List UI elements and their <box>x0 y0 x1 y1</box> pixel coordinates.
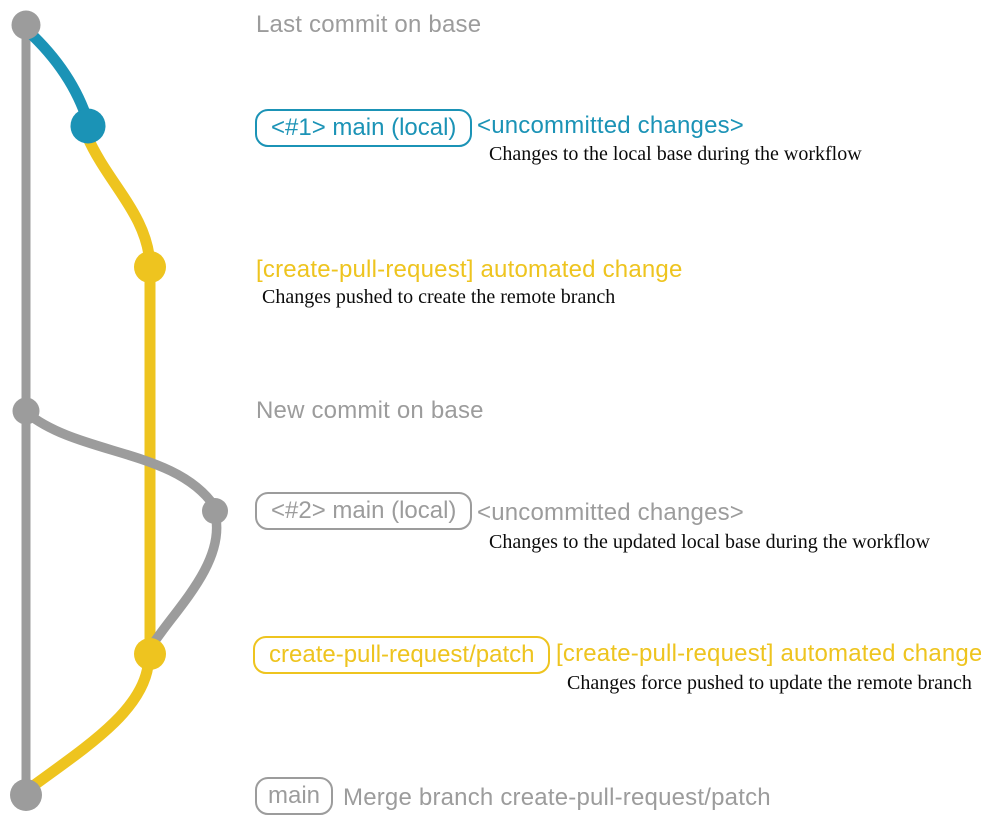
description-uncommitted-changes-1: Changes to the local base during the wor… <box>489 143 862 165</box>
commit-node-uncommitted-2 <box>202 498 228 524</box>
commit-node-automated-1 <box>134 251 166 283</box>
commit-node-uncommitted-1 <box>70 108 106 144</box>
edge-uncommitted-changes-1 <box>22 25 94 128</box>
badge-main-local-2: <#2> main (local) <box>255 492 473 530</box>
commit-node-new-base <box>12 397 40 425</box>
label-uncommitted-changes-1: <uncommitted changes> <box>477 112 745 139</box>
label-uncommitted-changes-2: <uncommitted changes> <box>477 499 745 526</box>
label-new-commit-on-base: New commit on base <box>256 397 484 424</box>
label-automated-change-1: [create-pull-request] automated change <box>256 256 683 283</box>
commit-node-automated-2 <box>134 638 166 670</box>
label-last-commit-on-base: Last commit on base <box>256 11 482 38</box>
badge-main-local-1: <#1> main (local) <box>255 109 473 147</box>
label-automated-change-2: [create-pull-request] automated change <box>556 640 981 667</box>
edge-uncommitted-changes-2 <box>22 408 220 512</box>
label-merge-branch: Merge branch create-pull-request/patch <box>343 784 771 811</box>
badge-main: main <box>255 777 334 815</box>
description-automated-change-1: Changes pushed to create the remote bran… <box>262 286 616 308</box>
description-uncommitted-changes-2: Changes to the updated local base during… <box>489 531 930 553</box>
edge-merge-to-main <box>23 660 154 795</box>
commit-node-merge <box>10 779 42 811</box>
description-automated-change-2: Changes force pushed to update the remot… <box>567 672 972 694</box>
badge-create-pull-request-patch: create-pull-request/patch <box>253 636 551 674</box>
commit-node-last-base <box>11 10 41 40</box>
edge-automated-change-1 <box>81 130 156 270</box>
edge-force-push-to-patch <box>146 514 222 652</box>
commit-graph <box>10 10 228 811</box>
